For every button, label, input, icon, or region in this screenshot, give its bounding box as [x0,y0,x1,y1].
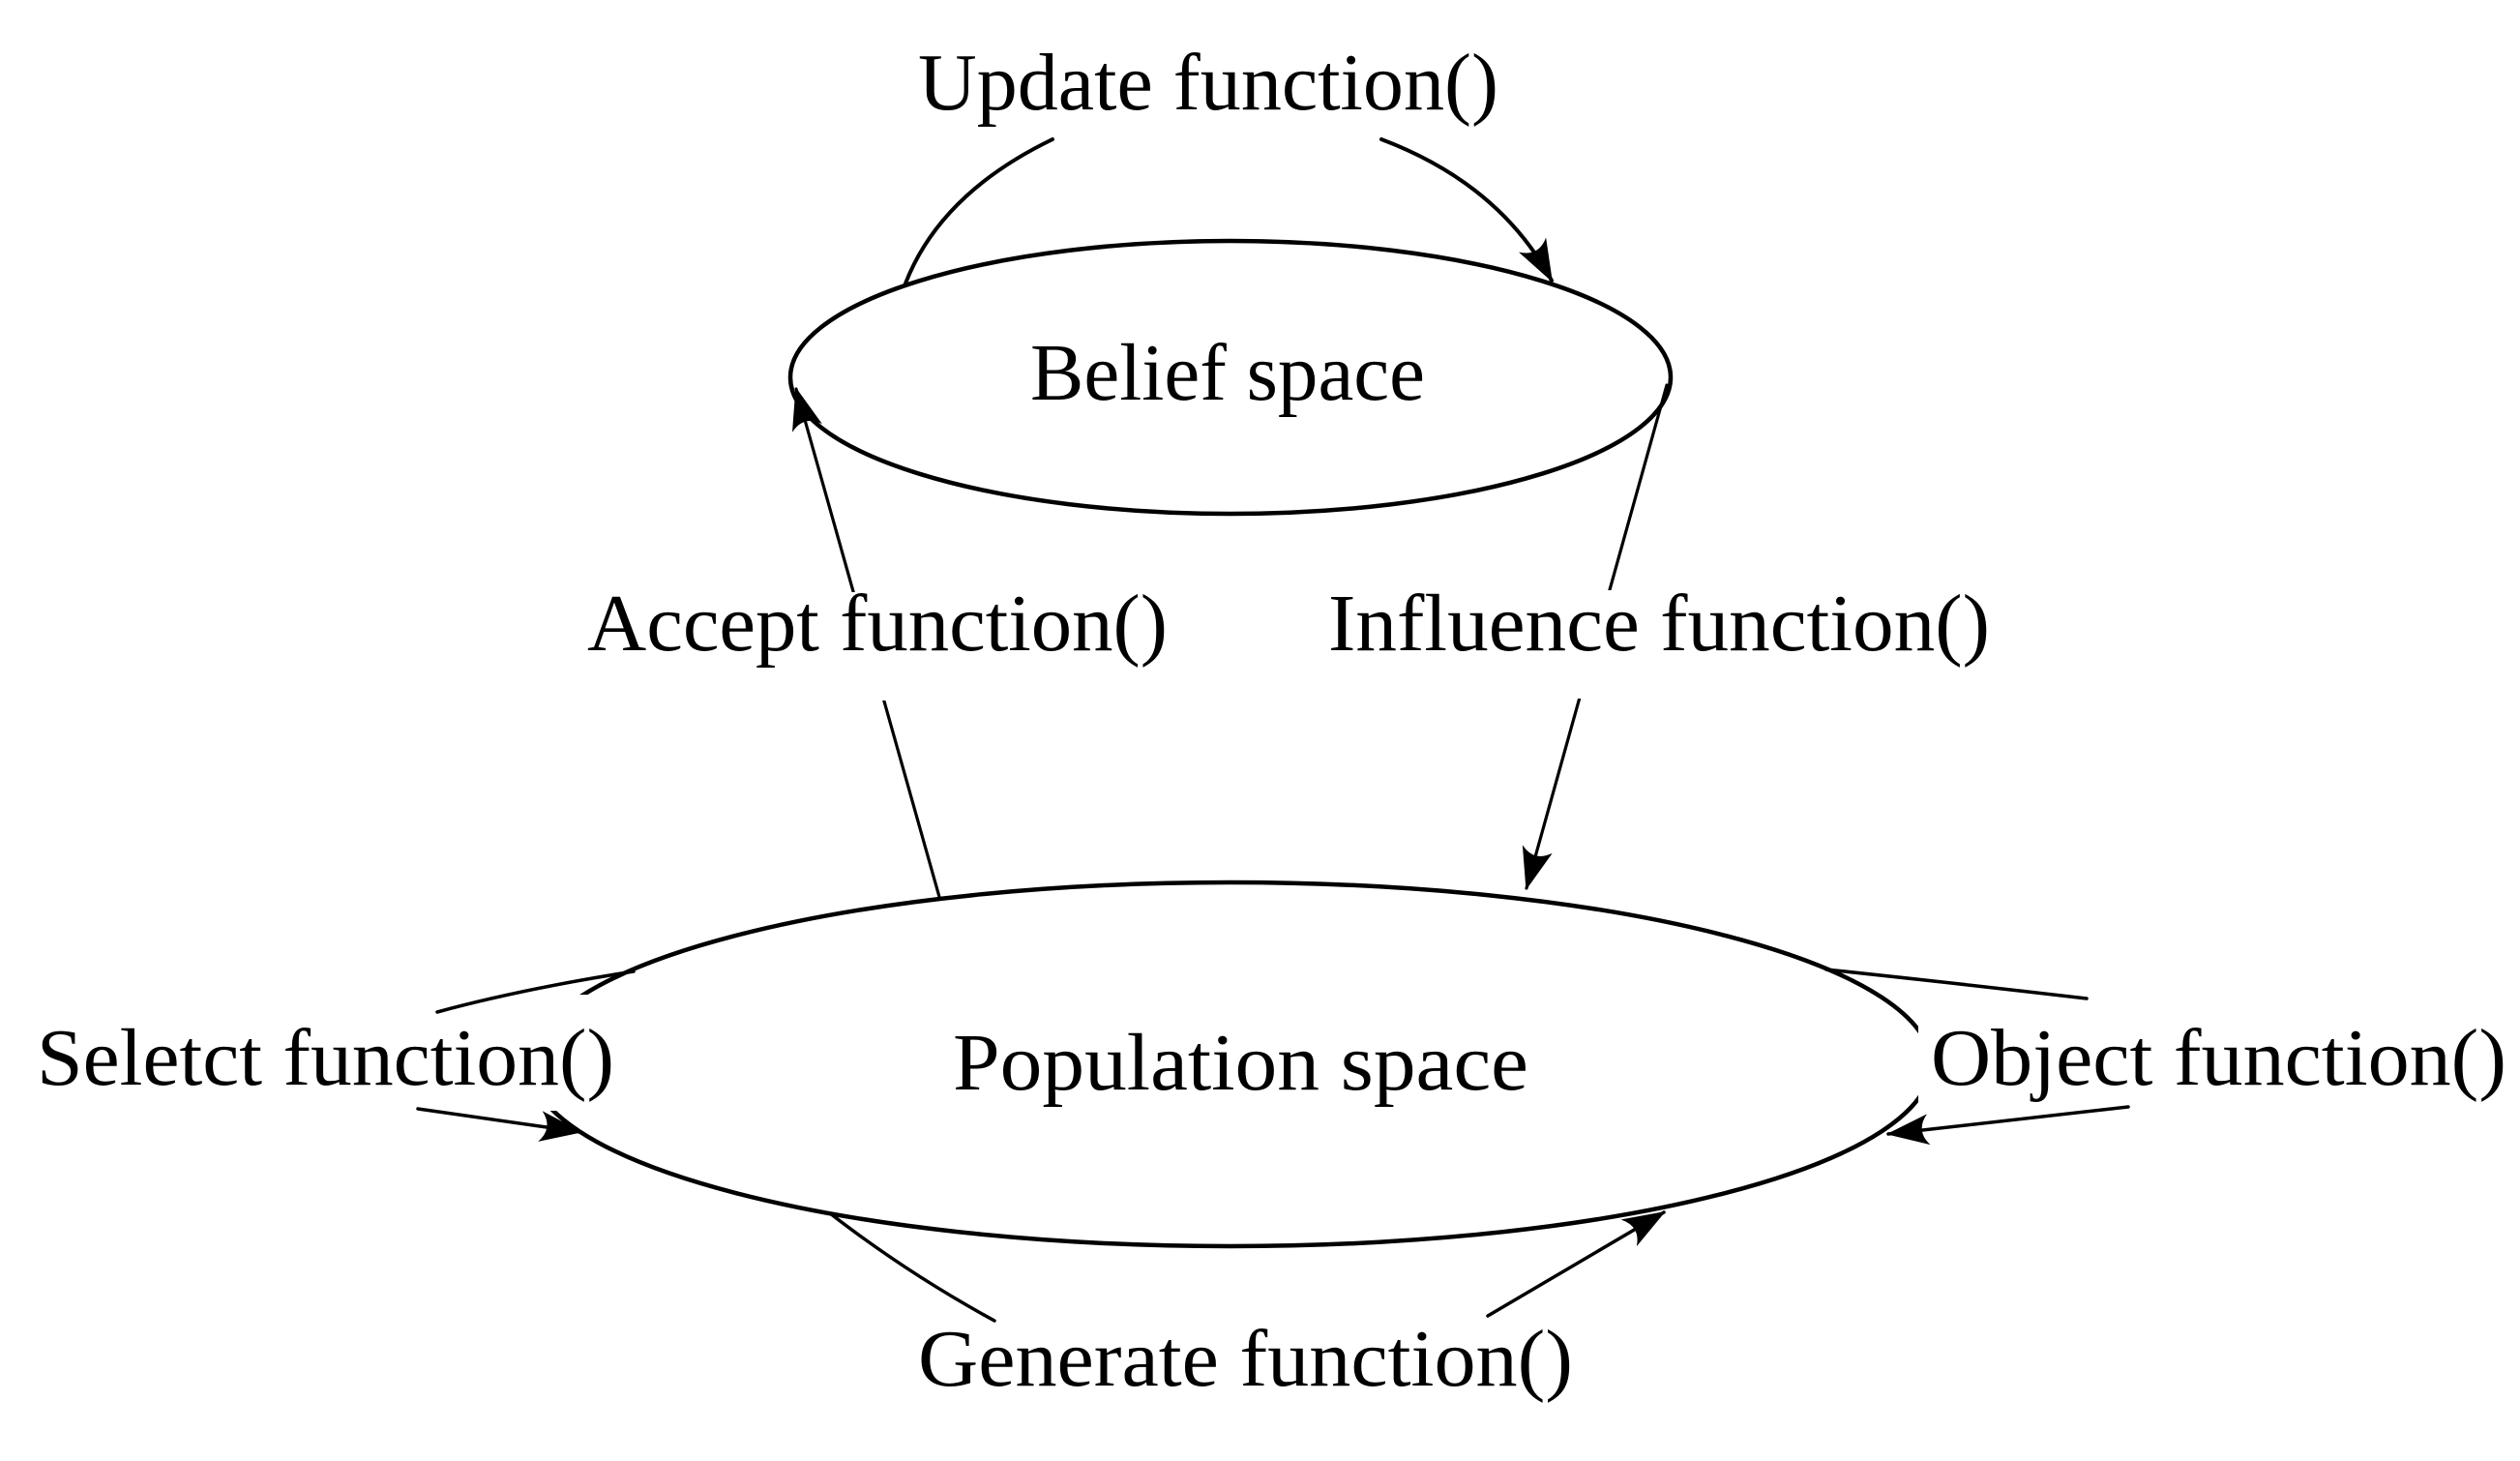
object-arrow-out [1824,968,2089,1000]
update-function-label: Update function() [918,38,1498,128]
accept-label-mask [578,592,1180,701]
select-arrow-in [416,1107,582,1142]
generate-arrow-in [1486,1210,1666,1318]
generate-function-label: Generate function() [918,1314,1573,1404]
population-space-label: Population space [953,1018,1528,1108]
accept-function-label: Accept function() [587,579,1168,669]
object-function-label: Object function() [1931,1013,2506,1103]
belief-space-label: Belief space [1030,328,1425,418]
influence-label-mask [1316,590,2004,699]
update-arrow-in-curve [1379,137,1554,283]
object-label-mask [1918,995,2520,1111]
generate-arrow-out [828,1211,996,1323]
object-arrow-in [1886,1105,2130,1146]
update-arrow-out-curve [904,137,1054,285]
select-arrow-out [435,969,636,1014]
influence-function-label: Influence function() [1328,579,1990,669]
belief-space-ellipse [787,238,1674,517]
select-function-label: Seletct function() [37,1013,614,1103]
select-label-mask [24,995,616,1111]
